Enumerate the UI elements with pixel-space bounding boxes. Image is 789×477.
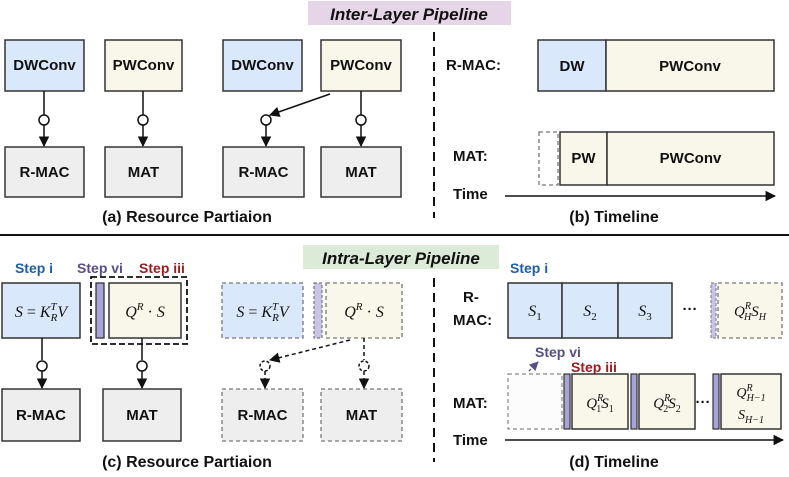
dwconv-box-1 [4,39,85,92]
dwconv-label-2: DWConv [231,57,294,74]
caption-d: (d) Timeline [569,454,659,471]
step-vi-pointer [527,361,539,373]
pwconv-block-rmac-label: PWConv [659,58,721,75]
inter-layer-title: Inter-Layer Pipeline [330,5,488,24]
mat-box-1 [104,146,183,198]
mat-box-4 [320,388,403,442]
caption-c: (c) Resource Partiaion [102,454,272,471]
qh-sh-block [717,282,783,339]
arrow-qrs-to-rmac-dashed [268,339,351,363]
step-vi-bar-d3 [712,373,720,430]
pwconv-label-1: PWConv [113,57,175,74]
idle-slot-d [507,373,563,430]
mat-label-3: MAT [126,407,157,424]
q1-s1-block [571,373,629,430]
step-vi-bar-c1 [95,282,105,339]
dw-block-label: DW [560,58,586,75]
dwconv-label-1: DWConv [13,57,76,74]
s1-label: S1 [528,303,542,323]
mux-node-c1 [36,360,48,372]
s1-block [507,282,563,339]
intra-layer-title: Intra-Layer Pipeline [322,249,480,268]
mat-box-2 [320,146,402,198]
dw-block [537,39,607,92]
pw-block-label: PW [571,150,596,167]
rmac-box-4 [221,388,304,442]
mat-box-3 [102,388,182,442]
caption-a: (a) Resource Partiaion [102,209,272,226]
mux-node-a3 [355,114,367,126]
qrs-formula-2: QR · S [344,301,384,321]
rmac-label-3: R-MAC [16,407,66,424]
rmac-row-label-d-line2: MAC: [453,312,492,329]
s3-block [617,282,673,339]
mux-node-a2 [137,114,149,126]
step-vi-bar-d-rmac [710,282,717,339]
pwconv-label-2: PWConv [330,57,392,74]
step-vi-label-d: Step vi [535,344,581,360]
rmac-label-4: R-MAC [238,407,288,424]
rmac-row-label-d-line1: R- [463,289,479,306]
qrs-formula-1: QR · S [125,301,165,321]
pwconv-box-1 [104,39,183,92]
arrow-pwconv-to-rmac [269,93,331,117]
mux-node-c4 [259,360,271,372]
intra-title-background [303,245,499,269]
time-label-b: Time [453,186,488,203]
ellipsis-rmac: ··· [683,301,698,318]
mat-label-2: MAT [345,164,376,181]
ellipsis-mat: ··· [696,394,711,411]
step-vi-label-c: Step vi [77,260,123,276]
pwconv-block-mat-label: PWConv [660,150,722,167]
mux-node-a4 [260,114,272,126]
pwconv-block-rmac [605,39,775,92]
rmac-row-label-b: R-MAC: [446,57,501,74]
step-iii-label-d: Step iii [571,359,617,375]
s2-label: S2 [583,303,597,323]
qrs-box-1 [108,282,182,339]
idle-slot [538,131,559,186]
mux-node-c3 [358,360,370,372]
step-iii-label-c: Step iii [139,260,185,276]
step-i-label-c: Step i [15,260,53,276]
rmac-box-3 [1,388,81,442]
step-vi-bar-d2 [630,373,638,430]
pw-block [559,131,608,186]
rmac-box-2 [222,146,305,198]
s3-label: S3 [638,303,652,323]
q2-s2-block [638,373,696,430]
step-i-label-d: Step i [510,260,548,276]
sh1-label: SH−1 [738,408,764,426]
caption-b: (b) Timeline [569,209,659,226]
step-vi-bar-c2 [313,282,323,339]
pwconv-box-2 [320,39,402,92]
mux-node-a1 [38,114,50,126]
time-label-d: Time [453,432,488,449]
step-group-dashed-frame [90,276,188,345]
mat-row-label-d: MAT: [453,395,488,412]
mat-label-4: MAT [346,407,377,424]
qh1-sh1-block [720,373,782,430]
rmac-label-2: R-MAC [239,164,289,181]
dwconv-box-2 [222,39,303,92]
rmac-label-1: R-MAC [20,164,70,181]
step-vi-bar-d1 [563,373,571,430]
inter-title-background [308,1,511,25]
rmac-box-1 [4,146,85,198]
s2-block [561,282,619,339]
mux-node-c2 [136,360,148,372]
mat-row-label-b: MAT: [453,148,488,165]
pwconv-block-mat [606,131,775,186]
mat-label-1: MAT [128,164,159,181]
skrv-box-1 [1,282,81,339]
skrv-box-2 [221,282,304,339]
